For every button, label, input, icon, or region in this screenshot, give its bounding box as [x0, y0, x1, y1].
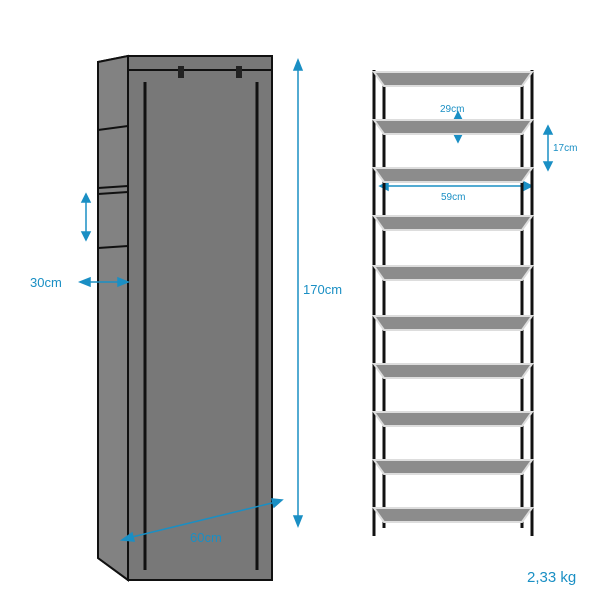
- shelf: [372, 167, 534, 183]
- dimension-arrows: [77, 57, 554, 542]
- shelf: [372, 265, 534, 281]
- shelf-depth-label: 29cm: [440, 104, 465, 115]
- depth-label: 30cm: [30, 275, 62, 290]
- shelf-width-label: 59cm: [441, 192, 466, 203]
- shelf: [372, 507, 534, 523]
- shelf-gap-label: 17cm: [553, 143, 578, 154]
- shelf: [372, 363, 534, 379]
- open-shoe-rack: [372, 70, 534, 536]
- shelf: [372, 411, 534, 427]
- shelf: [372, 459, 534, 475]
- covered-shoe-rack: [97, 54, 273, 582]
- shelf: [372, 315, 534, 331]
- shelf: [372, 119, 534, 135]
- weight-label: 2,33 kg: [527, 569, 577, 586]
- width-label: 60cm: [190, 530, 222, 545]
- shelf: [372, 215, 534, 231]
- shelf: [372, 71, 534, 87]
- height-label: 170cm: [303, 282, 343, 297]
